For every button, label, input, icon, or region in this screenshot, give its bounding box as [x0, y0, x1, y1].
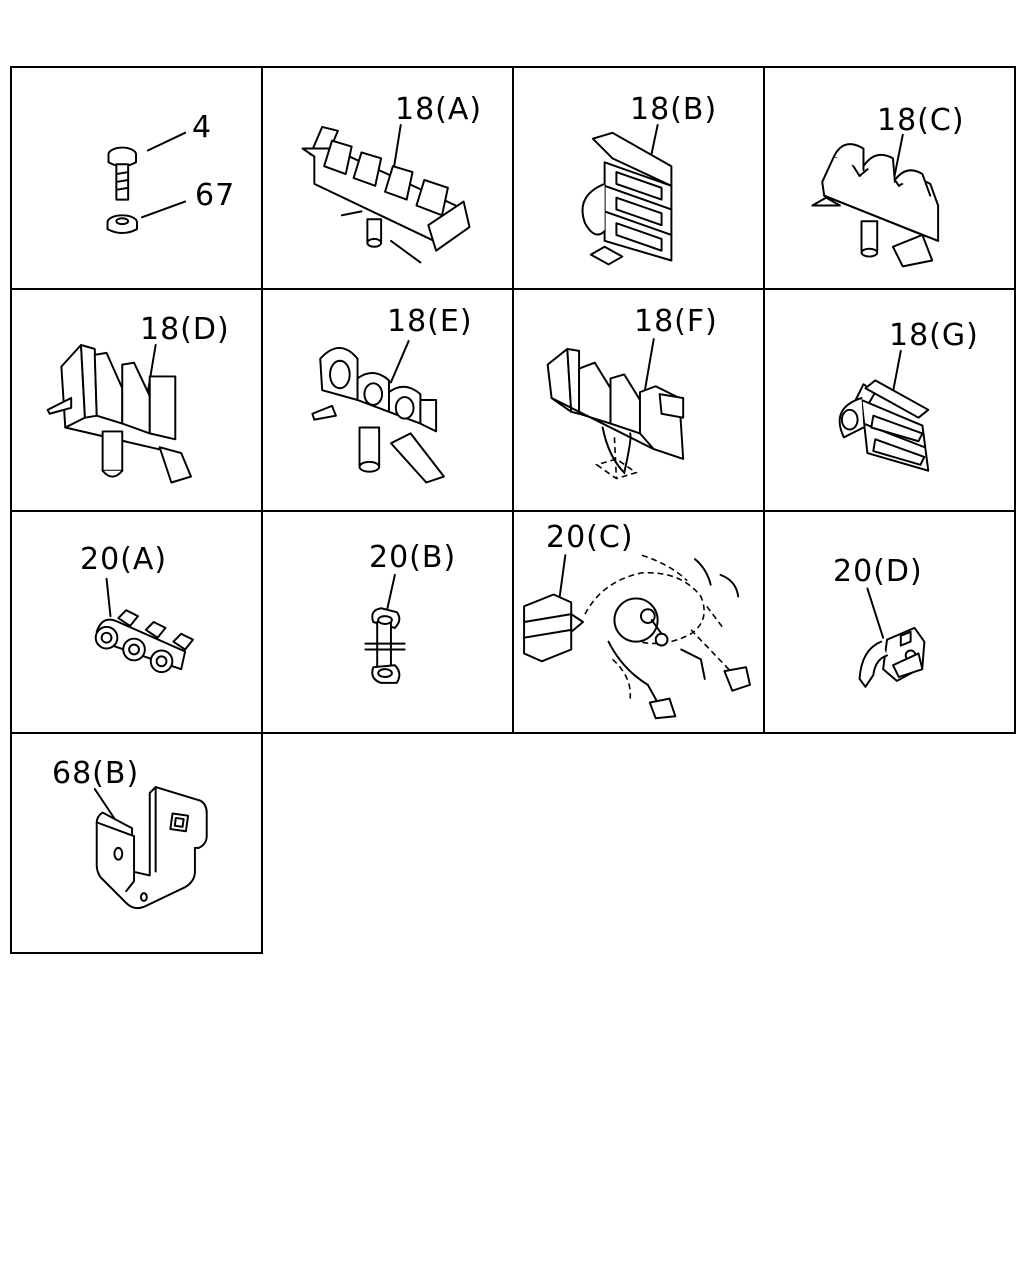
cell-clamp-18e[interactable]: 18(E)	[261, 288, 514, 512]
cell-clamp-18f[interactable]: 18(F)	[512, 288, 765, 512]
cell-clamp-18c[interactable]: 18(C)	[763, 66, 1016, 290]
part-label-20a: 20(A)	[80, 542, 168, 577]
cell-bracket-68b[interactable]: 68(B)	[10, 732, 263, 954]
part-label-18a: 18(A)	[395, 92, 483, 127]
part-label-18f: 18(F)	[634, 304, 718, 339]
cell-clamp-18a[interactable]: 18(A)	[261, 66, 514, 290]
cell-clip-20d[interactable]: 20(D)	[763, 510, 1016, 734]
bracket-68b-drawing	[93, 786, 208, 910]
part-label-20d: 20(D)	[833, 554, 923, 589]
part-label-4: 4	[192, 110, 213, 145]
cell-clip-20b[interactable]: 20(B)	[261, 510, 514, 734]
part-label-68b: 68(B)	[52, 756, 140, 791]
clip-20a-drawing	[94, 577, 194, 674]
cell-clamp-18b[interactable]: 18(B)	[512, 66, 765, 290]
clip-20b-drawing	[364, 573, 406, 684]
part-label-18g: 18(G)	[889, 318, 979, 353]
cell-clamp-18d[interactable]: 18(D)	[10, 288, 263, 512]
part-label-20c: 20(C)	[546, 520, 634, 555]
clamp-18c-drawing	[811, 133, 940, 268]
cell-bolt-and-nut[interactable]: 4 67	[10, 66, 263, 290]
clamp-18g-drawing	[838, 349, 930, 472]
parts-diagram-grid: 4 67 18(A)	[10, 66, 1016, 954]
cell-clip-20a[interactable]: 20(A)	[10, 510, 263, 734]
part-label-18e: 18(E)	[387, 304, 473, 339]
part-label-18d: 18(D)	[140, 312, 230, 347]
clamp-18a-drawing	[301, 123, 471, 264]
clip-20c-drawing	[523, 554, 751, 720]
part-label-18b: 18(B)	[630, 92, 718, 127]
clip-20d-drawing	[858, 587, 926, 688]
clamp-18e-drawing	[311, 340, 445, 484]
clamp-18b-drawing	[581, 123, 673, 266]
part-label-67: 67	[195, 178, 236, 213]
clamp-18f-drawing	[546, 338, 685, 480]
cell-clip-20c[interactable]: 20(C)	[512, 510, 765, 734]
part-label-20b: 20(B)	[369, 540, 457, 575]
part-label-18c: 18(C)	[877, 103, 965, 138]
cell-clamp-18g[interactable]: 18(G)	[763, 288, 1016, 512]
bolt-and-nut-drawing	[106, 131, 187, 234]
clamp-18d-drawing	[46, 344, 192, 484]
